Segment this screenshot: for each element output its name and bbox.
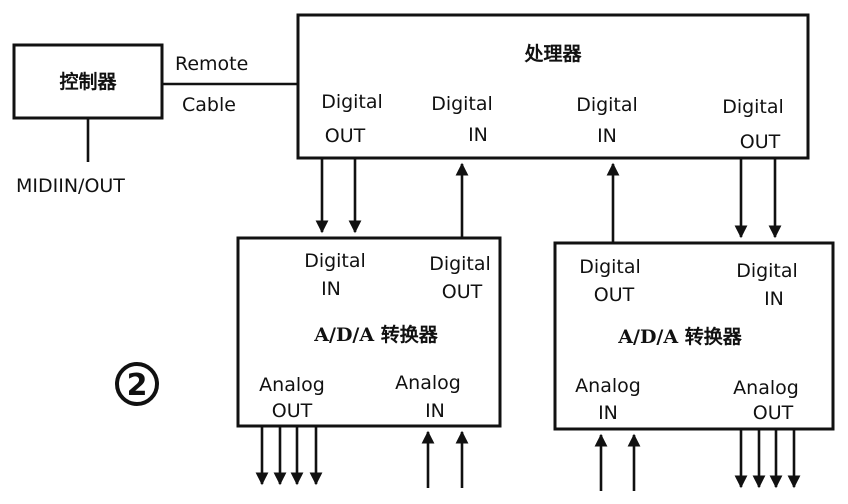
- right-top-port-2-line2: IN: [764, 288, 784, 310]
- cable-label: Cable: [182, 94, 236, 116]
- right-top-port-2-line1: Digital: [736, 260, 798, 282]
- processor-port-4-line2: OUT: [740, 131, 781, 153]
- controller-box: [12, 43, 164, 120]
- left-bottom-port-1-line2: OUT: [272, 400, 313, 422]
- converter-left-box: [236, 236, 502, 428]
- right-bottom-port-1-line2: IN: [598, 402, 618, 424]
- controller-label: 控制器: [59, 70, 117, 93]
- right-bottom-port-1-line1: Analog: [575, 375, 641, 397]
- figure-number-circle: [115, 362, 159, 406]
- left-bottom-port-2-line2: IN: [425, 400, 445, 422]
- right-converter-title: A/D/A 转换器: [617, 325, 742, 348]
- figure-number: 2: [127, 368, 148, 403]
- midi-label: MIDIIN/OUT: [16, 175, 125, 197]
- processor-port-4-line1: Digital: [722, 96, 784, 118]
- right-bottom-port-2-line2: OUT: [753, 402, 794, 424]
- processor-title: 处理器: [523, 42, 582, 65]
- processor-port-2-line2: IN: [468, 124, 488, 146]
- processor-port-2-line1: Digital: [431, 93, 493, 115]
- processor-port-3-line1: Digital: [576, 94, 638, 116]
- processor-port-1-line2: OUT: [325, 125, 366, 147]
- processor-port-1-line1: Digital: [321, 91, 383, 113]
- left-bottom-port-2-line1: Analog: [395, 372, 461, 394]
- left-top-port-2-line2: OUT: [442, 281, 483, 303]
- left-converter-title: A/D/A 转换器: [313, 323, 438, 346]
- right-top-port-1-line1: Digital: [579, 256, 641, 278]
- left-bottom-port-1-line1: Analog: [259, 374, 325, 396]
- processor-port-3-line2: IN: [597, 125, 617, 147]
- left-top-port-1-line1: Digital: [304, 250, 366, 272]
- right-bottom-port-2-line1: Analog: [733, 377, 799, 399]
- remote-label: Remote: [175, 53, 248, 75]
- left-top-port-2-line1: Digital: [429, 253, 491, 275]
- left-top-port-1-line2: IN: [321, 278, 341, 300]
- right-top-port-1-line2: OUT: [594, 284, 635, 306]
- processor-box: [296, 13, 810, 160]
- converter-right-box: [553, 241, 835, 431]
